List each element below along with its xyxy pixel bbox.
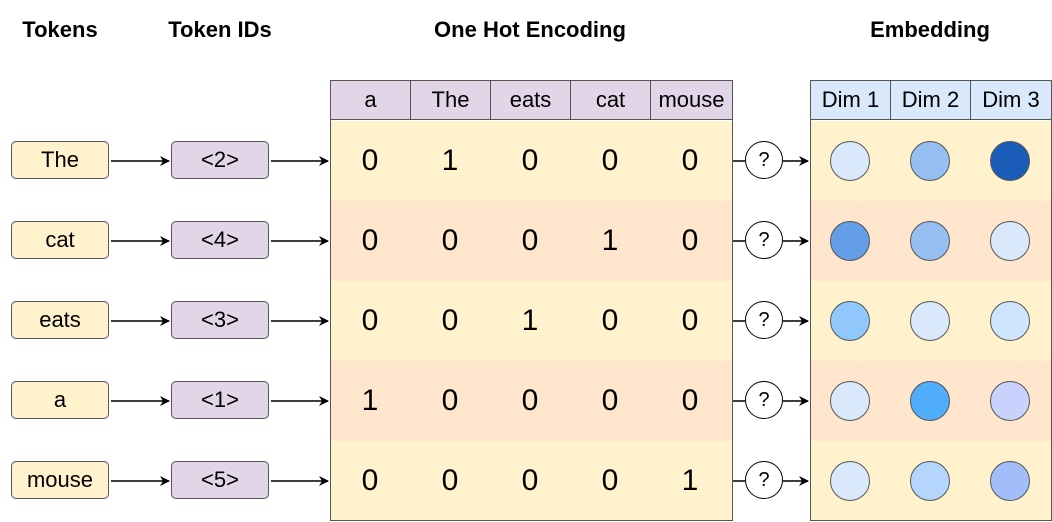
- one-hot-cell: 0: [601, 464, 619, 497]
- one-hot-cell: 1: [441, 144, 459, 177]
- token-box: eats: [11, 301, 109, 339]
- row-band: [330, 361, 733, 441]
- token-box: cat: [11, 221, 109, 259]
- vocab-column-header: mouse: [650, 80, 733, 120]
- embedding-column-header: Dim 2: [890, 80, 971, 120]
- row-band: [330, 121, 733, 201]
- token-id-box: <2>: [171, 141, 269, 179]
- one-hot-cell: 1: [521, 304, 539, 337]
- one-hot-cell: 0: [441, 384, 459, 417]
- embedding-value-dot: [910, 381, 950, 421]
- unknown-weight-node: ?: [745, 381, 783, 419]
- vocab-column-header: a: [330, 80, 411, 120]
- embedding-value-dot: [990, 381, 1030, 421]
- embedding-value-dot: [910, 221, 950, 261]
- row-band: [330, 281, 733, 361]
- embedding-value-dot: [910, 301, 950, 341]
- embedding-value-dot: [990, 301, 1030, 341]
- vocab-column-header: The: [410, 80, 491, 120]
- vocab-column-header: cat: [570, 80, 651, 120]
- one-hot-panel-border: [330, 80, 733, 521]
- one-hot-header: One Hot Encoding: [434, 17, 626, 42]
- one-hot-cell: 1: [601, 224, 619, 257]
- tokens-header: Tokens: [22, 17, 98, 42]
- token-box: a: [11, 381, 109, 419]
- one-hot-cell: 0: [601, 384, 619, 417]
- one-hot-cell: 0: [521, 224, 539, 257]
- token-id-box: <1>: [171, 381, 269, 419]
- one-hot-cell: 0: [521, 384, 539, 417]
- unknown-weight-node: ?: [745, 461, 783, 499]
- token-box: mouse: [11, 461, 109, 499]
- embedding-value-dot: [910, 461, 950, 501]
- one-hot-cell: 0: [361, 464, 379, 497]
- embedding-value-dot: [830, 301, 870, 341]
- one-hot-cell: 0: [601, 304, 619, 337]
- one-hot-cell: 0: [521, 464, 539, 497]
- one-hot-cell: 0: [361, 144, 379, 177]
- one-hot-cell: 0: [361, 304, 379, 337]
- one-hot-cell: 0: [681, 304, 699, 337]
- one-hot-cell: 0: [521, 144, 539, 177]
- embedding-value-dot: [990, 221, 1030, 261]
- embedding-header: Embedding: [870, 17, 990, 42]
- one-hot-cell: 0: [441, 304, 459, 337]
- row-band: [330, 201, 733, 281]
- one-hot-cell: 0: [681, 224, 699, 257]
- unknown-weight-node: ?: [745, 221, 783, 259]
- token-box: The: [11, 141, 109, 179]
- unknown-weight-node: ?: [745, 301, 783, 339]
- one-hot-cell: 1: [681, 464, 699, 497]
- one-hot-cell: 0: [681, 384, 699, 417]
- one-hot-cell: 0: [601, 144, 619, 177]
- embedding-value-dot: [830, 381, 870, 421]
- row-band: [330, 441, 733, 521]
- one-hot-cell: 0: [681, 144, 699, 177]
- token-ids-header: Token IDs: [168, 17, 272, 42]
- embedding-value-dot: [830, 461, 870, 501]
- embedding-column-header: Dim 3: [970, 80, 1052, 120]
- unknown-weight-node: ?: [745, 141, 783, 179]
- one-hot-cell: 1: [361, 384, 379, 417]
- token-id-box: <4>: [171, 221, 269, 259]
- one-hot-cell: 0: [441, 224, 459, 257]
- embedding-value-dot: [830, 141, 870, 181]
- embedding-value-dot: [990, 141, 1030, 181]
- embedding-value-dot: [830, 221, 870, 261]
- token-id-box: <3>: [171, 301, 269, 339]
- one-hot-cell: 0: [361, 224, 379, 257]
- one-hot-cell: 0: [441, 464, 459, 497]
- token-id-box: <5>: [171, 461, 269, 499]
- embedding-value-dot: [990, 461, 1030, 501]
- embedding-value-dot: [910, 141, 950, 181]
